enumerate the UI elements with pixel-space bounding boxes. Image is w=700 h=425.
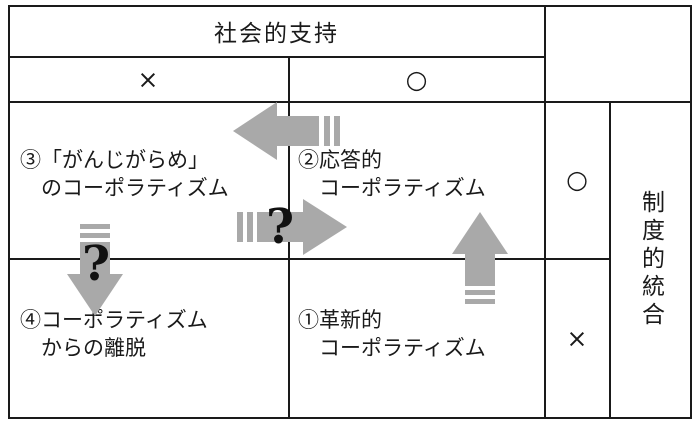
arrow-head [67,274,123,316]
grid-line-under-col-labels [8,101,692,103]
arrow-up-icon [452,212,508,304]
arrow-stripe [334,116,340,146]
cell-bottom-left-line2: からの離脱 [41,336,146,360]
grid-line-between-rows [8,258,610,260]
arrow-stripe [324,116,330,146]
cell-top-left: ③「がんじがらめ」 のコーポラティズム [20,146,229,202]
arrow-head [303,199,347,255]
arrow-stripe [247,212,253,242]
arrow-body [465,253,495,286]
arrow-stripe [465,299,495,304]
cell-bottom-right-line1: ①革新的 [298,308,382,332]
arrow-stripe [80,224,110,229]
grid-line-left-of-row-labels [544,5,546,419]
row-axis-title-text: 制度的統合 [637,190,664,330]
arrow-body [276,116,319,146]
row-axis-title: 制度的統合 [609,101,692,419]
column-axis-title: 社会的支持 [214,20,339,47]
arrow-head [233,102,277,160]
cell-top-left-line2: のコーポラティズム [41,176,229,200]
table-outer-border [8,5,692,419]
arrow-stripe [80,233,110,238]
cell-bottom-left: ④コーポラティズム からの離脱 [20,306,208,362]
cell-bottom-left-line1: ④コーポラティズム [20,308,208,332]
cell-top-right-line2: コーポラティズム [319,176,486,200]
cell-top-right: ②応答的 コーポラティズム [298,146,486,202]
cell-bottom-right-line2: コーポラティズム [319,336,486,360]
grid-line-left-of-side-header [609,101,611,419]
question-mark-left: ? [82,236,111,292]
arrow-left-icon [233,102,340,160]
grid-line-under-top-header [8,56,545,58]
row-label-top: ○ [566,165,588,194]
arrow-down-icon [67,224,123,316]
arrow-stripe [237,212,243,242]
cell-top-right-line1: ②応答的 [298,148,382,172]
arrow-stripe [465,290,495,295]
cell-bottom-right: ①革新的 コーポラティズム [298,306,486,362]
row-label-bottom: × [566,324,588,353]
arrow-head [452,212,508,254]
cell-top-left-line1: ③「がんじがらめ」 [20,148,209,172]
col-label-left: × [137,64,159,94]
arrow-body [257,212,304,242]
question-mark-center: ? [266,199,295,255]
arrow-right-icon [237,199,347,255]
col-label-right: ○ [405,64,428,94]
arrow-body [80,242,110,275]
